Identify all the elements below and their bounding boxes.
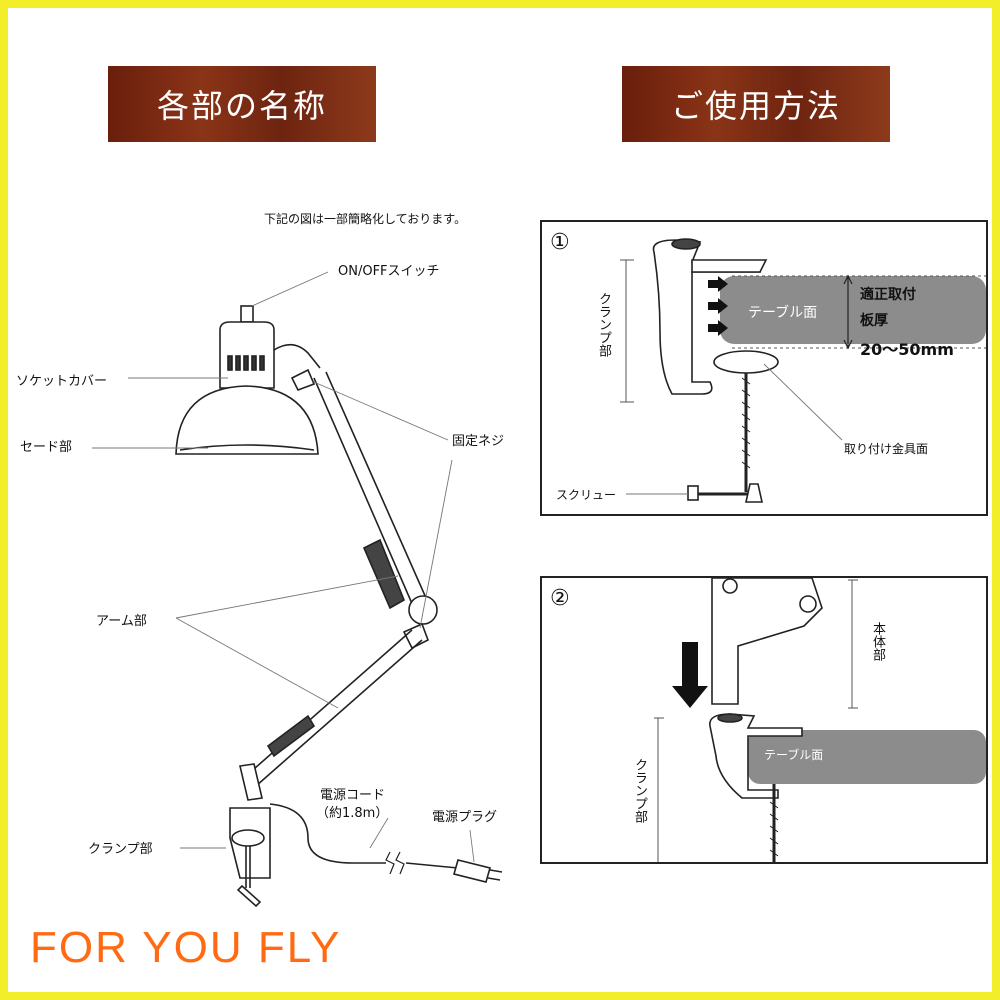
brand-logo-text: FOR YOU FLY xyxy=(30,923,342,972)
step2-clamp-label: クランプ部 xyxy=(632,758,647,823)
parts-header-text: 各部の名称 xyxy=(156,87,327,125)
power-plug xyxy=(453,859,491,883)
upper-fixing-screw xyxy=(290,368,316,392)
label-plug: 電源プラグ xyxy=(432,810,498,825)
step1-panel: ① クランプ部 テーブル面 適正取付 板厚 20〜50mm 取り付け金具面 スク… xyxy=(540,220,988,516)
lamp-diagram xyxy=(92,271,503,908)
label-cord: 電源コード xyxy=(320,788,386,803)
step2-number: ② xyxy=(550,586,570,611)
upper-arm xyxy=(313,371,435,623)
lamp-shade xyxy=(175,385,319,455)
step1-thickness-line1: 適正取付 xyxy=(860,287,916,303)
parts-header: 各部の名称 xyxy=(108,66,376,142)
diagram-canvas: 各部の名称 ご使用方法 下記の図は一部簡略化しております。 xyxy=(8,8,992,992)
label-socket-cover: ソケットカバー xyxy=(16,374,108,389)
step1-thickness-line2: 板厚 xyxy=(860,313,888,329)
label-arm: アーム部 xyxy=(96,614,147,629)
label-cord-length: （約1.8m） xyxy=(316,806,389,821)
step1-thickness-range: 20〜50mm xyxy=(860,340,954,359)
usage-header-text: ご使用方法 xyxy=(670,87,841,125)
step1-clamp-label: クランプ部 xyxy=(596,292,611,357)
simplified-note: 下記の図は一部簡略化しております。 xyxy=(264,212,467,226)
lower-arm xyxy=(245,629,423,787)
switch-knob xyxy=(240,305,254,323)
step1-diagram xyxy=(620,238,986,503)
socket-cover xyxy=(219,321,275,389)
step1-mount-plate xyxy=(713,350,779,374)
lower-fixing-screw xyxy=(402,622,430,650)
usage-header: ご使用方法 xyxy=(622,66,890,142)
step1-clamp-body xyxy=(652,239,761,395)
step2-table xyxy=(748,730,986,784)
step1-table xyxy=(720,276,986,344)
step1-mount-label: 取り付け金具面 xyxy=(844,442,929,456)
power-cord xyxy=(269,803,459,869)
step1-screw-label: スクリュー xyxy=(556,488,617,502)
step2-body-label: 本体部 xyxy=(870,622,885,661)
label-fixing-screw: 固定ネジ xyxy=(452,434,505,449)
label-switch: ON/OFFスイッチ xyxy=(338,264,440,279)
step2-body-part xyxy=(711,578,823,705)
step2-down-arrow xyxy=(672,642,708,708)
step1-table-label: テーブル面 xyxy=(748,305,818,321)
label-shade: セード部 xyxy=(20,440,73,455)
step2-panel: ② 本体部 テーブル面 クランプ部 xyxy=(540,576,988,864)
step2-clamp xyxy=(709,713,803,799)
step2-table-label: テーブル面 xyxy=(764,748,824,762)
step1-number: ① xyxy=(550,230,570,255)
label-clamp: クランプ部 xyxy=(88,842,153,857)
step2-diagram xyxy=(654,578,986,862)
